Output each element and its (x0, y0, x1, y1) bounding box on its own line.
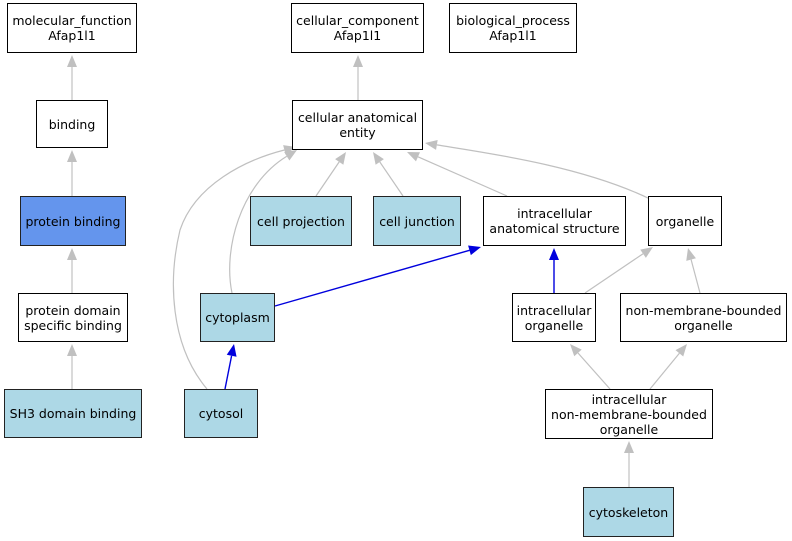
node-binding[interactable]: binding (36, 100, 108, 148)
edge-intracellular_anatomical_structure-to-cellular_anatomical_entity (417, 156, 508, 197)
arrowhead-organelle-to-cellular_anatomical_entity (425, 140, 438, 150)
arrowhead-intracellular_non_membrane_bounded_organelle-to-intracellular_organelle (570, 344, 582, 357)
arrowhead-cellular_anatomical_entity-to-cellular_component (353, 55, 363, 67)
edge-intracellular_non_membrane_bounded_organelle-to-non_membrane_bounded_organelle (649, 352, 680, 390)
arrowhead-intracellular_non_membrane_bounded_organelle-to-non_membrane_bounded_organelle (675, 344, 687, 357)
node-cytoplasm[interactable]: cytoplasm (200, 293, 275, 342)
node-cellular-anatomical-entity[interactable]: cellular anatomical entity (292, 100, 423, 150)
edge-cell_junction-to-cellular_anatomical_entity (379, 161, 404, 197)
edge-intracellular_non_membrane_bounded_organelle-to-intracellular_organelle (577, 352, 611, 390)
arrowhead-cytoplasm-to-intracellular_anatomical_structure (468, 245, 481, 256)
arrowhead-non_membrane_bounded_organelle-to-organelle (686, 248, 696, 261)
node-protein-domain-specific-binding[interactable]: protein domain specific binding (18, 293, 128, 342)
node-intracellular-organelle[interactable]: intracellular organelle (512, 293, 596, 342)
arrowhead-intracellular_organelle-to-organelle (640, 247, 653, 258)
node-sh3-domain-binding[interactable]: SH3 domain binding (4, 389, 142, 438)
arrowhead-cytoskeleton-to-intracellular_non_membrane_bounded_organelle (624, 441, 634, 453)
edge-cell_projection-to-cellular_anatomical_entity (315, 161, 340, 197)
edge-cytoplasm-to-cellular_anatomical_entity (229, 155, 288, 294)
arrowhead-sh3_domain_binding-to-protein_domain_specific_binding (67, 344, 77, 356)
arrowhead-cytosol-to-cytoplasm (226, 344, 237, 357)
node-organelle[interactable]: organelle (648, 196, 722, 246)
node-cellular-component[interactable]: cellular_component Afap1l1 (291, 3, 424, 53)
arrowhead-binding-to-molecular_function (67, 55, 77, 67)
node-non-membrane-bounded-organelle[interactable]: non-membrane-bounded organelle (620, 293, 787, 342)
arrowhead-protein_binding-to-binding (67, 150, 77, 162)
node-biological-process[interactable]: biological_process Afap1l1 (449, 3, 577, 53)
node-intracellular-non-membrane-bounded-organelle[interactable]: intracellular non-membrane-bounded organ… (545, 389, 713, 439)
arrowhead-intracellular_anatomical_structure-to-cellular_anatomical_entity (407, 152, 420, 162)
edge-cytosol-to-cellular_anatomical_entity (172, 149, 285, 390)
node-cytosol[interactable]: cytosol (184, 389, 258, 438)
arrowhead-cell_projection-to-cellular_anatomical_entity (335, 152, 346, 165)
arrowhead-protein_domain_specific_binding-to-protein_binding (67, 248, 77, 260)
edge-cytoplasm-to-intracellular_anatomical_structure (274, 249, 470, 307)
edge-intracellular_organelle-to-organelle (584, 253, 644, 294)
node-protein-binding[interactable]: protein binding (20, 196, 126, 246)
node-cell-projection[interactable]: cell projection (250, 196, 352, 246)
arrowhead-intracellular_organelle-to-intracellular_anatomical_structure (549, 248, 559, 260)
edge-organelle-to-cellular_anatomical_entity (436, 144, 651, 200)
edge-cytosol-to-cytoplasm (224, 355, 233, 390)
arrowhead-cell_junction-to-cellular_anatomical_entity (373, 152, 384, 165)
node-molecular-function[interactable]: molecular_function Afap1l1 (7, 3, 137, 53)
node-cytoskeleton[interactable]: cytoskeleton (583, 487, 674, 537)
node-intracellular-anatomical-structure[interactable]: intracellular anatomical structure (483, 196, 626, 246)
node-cell-junction[interactable]: cell junction (373, 196, 461, 246)
edge-non_membrane_bounded_organelle-to-organelle (690, 259, 701, 294)
